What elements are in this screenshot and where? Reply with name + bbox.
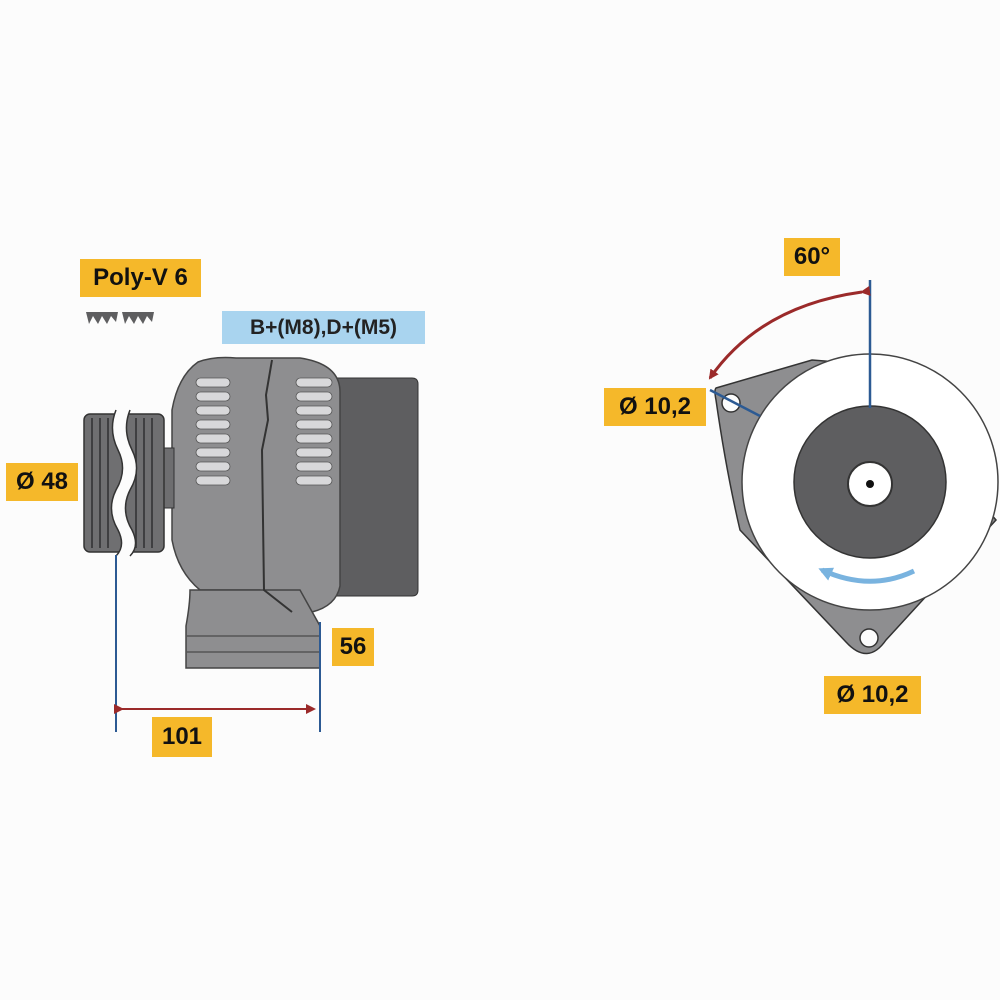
angle-label: 60° [784,238,840,276]
pulley-diameter-label: Ø 48 [6,463,78,501]
lower-mount-hole [859,628,879,648]
angle-arc-arrow [708,285,871,380]
poly-v-belt-icon [86,312,154,324]
terminal-spec-label: B+(M8),D+(M5) [222,311,425,344]
offset-dimension-label: 56 [332,628,374,666]
side-view [83,312,419,732]
angled-reference-line [709,388,761,418]
length-dimension-label: 101 [152,717,212,757]
housing-seam [260,359,293,613]
lower-hole-diameter-label: Ø 10,2 [824,676,921,714]
pulley [83,409,165,557]
cooling-slots-right [295,377,333,486]
mounting-foot [185,589,321,669]
cooling-slots-left [195,377,231,486]
shaft-center [866,480,874,488]
front-view [708,280,999,655]
rotation-arrow [818,567,916,584]
rear-housing [335,377,419,597]
belt-type-label: Poly-V 6 [80,259,201,297]
upper-hole-diameter-label: Ø 10,2 [604,388,706,426]
